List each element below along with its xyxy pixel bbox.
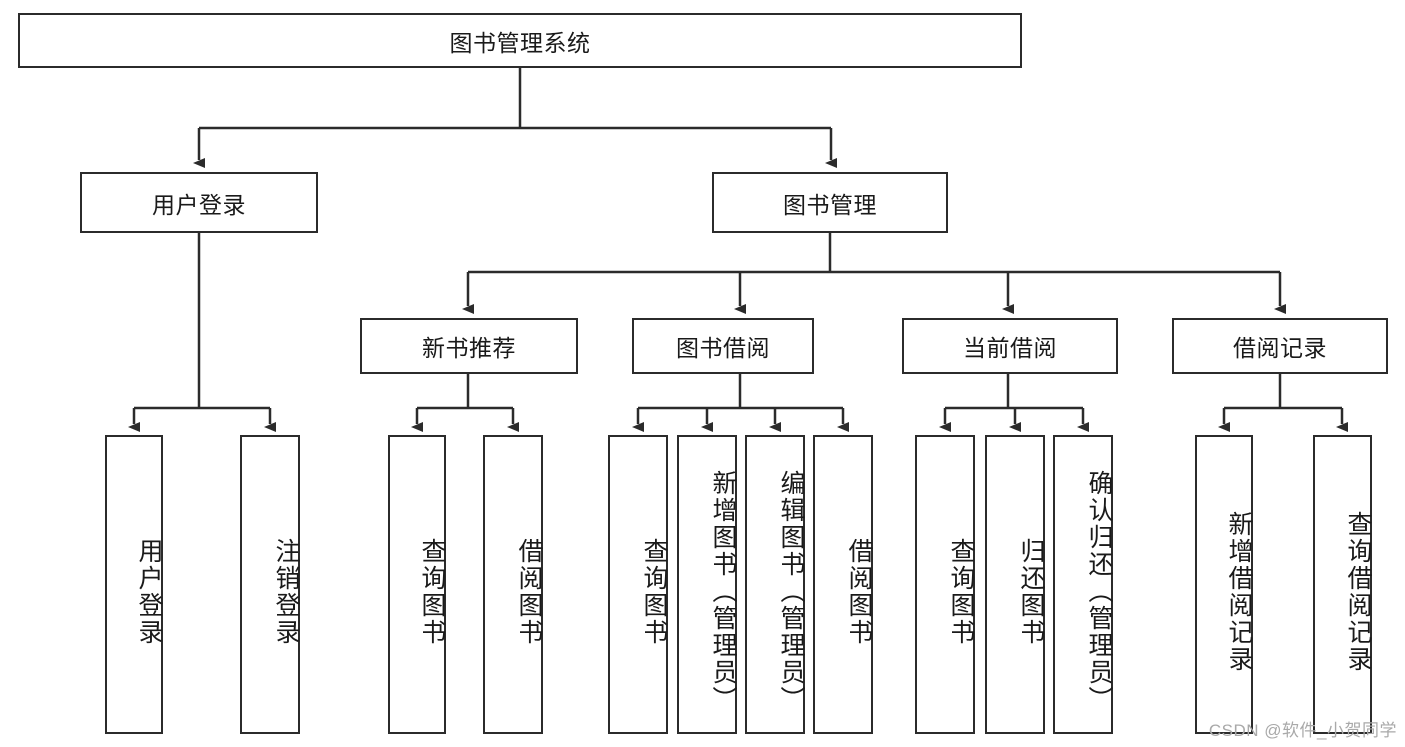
node-leaf-query-record[interactable]: 查询借阅记录 (1313, 435, 1372, 734)
node-book-borrow[interactable]: 图书借阅 (632, 318, 814, 374)
node-current-borrow[interactable]: 当前借阅 (902, 318, 1118, 374)
node-label: 查询图书 (947, 537, 975, 646)
csdn-watermark: CSDN @软件_小贺同学 (1208, 721, 1397, 740)
node-leaf-add-record[interactable]: 新增借阅记录 (1195, 435, 1253, 734)
node-root[interactable]: 图书管理系统 (18, 13, 1022, 68)
node-leaf-query-book-3[interactable]: 查询图书 (915, 435, 975, 734)
node-label: 确认归还（管理员） (1085, 470, 1113, 713)
node-label: 查询图书 (640, 537, 668, 646)
node-leaf-borrow-book-1[interactable]: 借阅图书 (483, 435, 543, 734)
node-label: 借阅图书 (515, 537, 543, 646)
node-label: 新增借阅记录 (1225, 510, 1253, 673)
node-label: 借阅图书 (845, 537, 873, 646)
node-leaf-edit-book[interactable]: 编辑图书（管理员） (745, 435, 805, 734)
node-borrow-record[interactable]: 借阅记录 (1172, 318, 1388, 374)
node-leaf-query-book-1[interactable]: 查询图书 (388, 435, 446, 734)
node-label: 注销登录 (272, 537, 300, 646)
node-label: 新增图书（管理员） (709, 470, 737, 713)
node-user-login[interactable]: 用户登录 (80, 172, 318, 233)
node-label: 归还图书 (1017, 537, 1045, 646)
node-label: 查询图书 (418, 537, 446, 646)
node-label: 编辑图书（管理员） (777, 470, 805, 713)
node-leaf-add-book[interactable]: 新增图书（管理员） (677, 435, 737, 734)
node-leaf-user-login[interactable]: 用户登录 (105, 435, 163, 734)
node-book-manage[interactable]: 图书管理 (712, 172, 948, 233)
node-label: 查询借阅记录 (1344, 510, 1372, 673)
node-leaf-confirm-return[interactable]: 确认归还（管理员） (1053, 435, 1113, 734)
node-leaf-logout-login[interactable]: 注销登录 (240, 435, 300, 734)
node-leaf-return-book[interactable]: 归还图书 (985, 435, 1045, 734)
node-leaf-borrow-book-2[interactable]: 借阅图书 (813, 435, 873, 734)
node-label: 用户登录 (135, 537, 163, 646)
node-leaf-query-book-2[interactable]: 查询图书 (608, 435, 668, 734)
node-new-book-recommend[interactable]: 新书推荐 (360, 318, 578, 374)
